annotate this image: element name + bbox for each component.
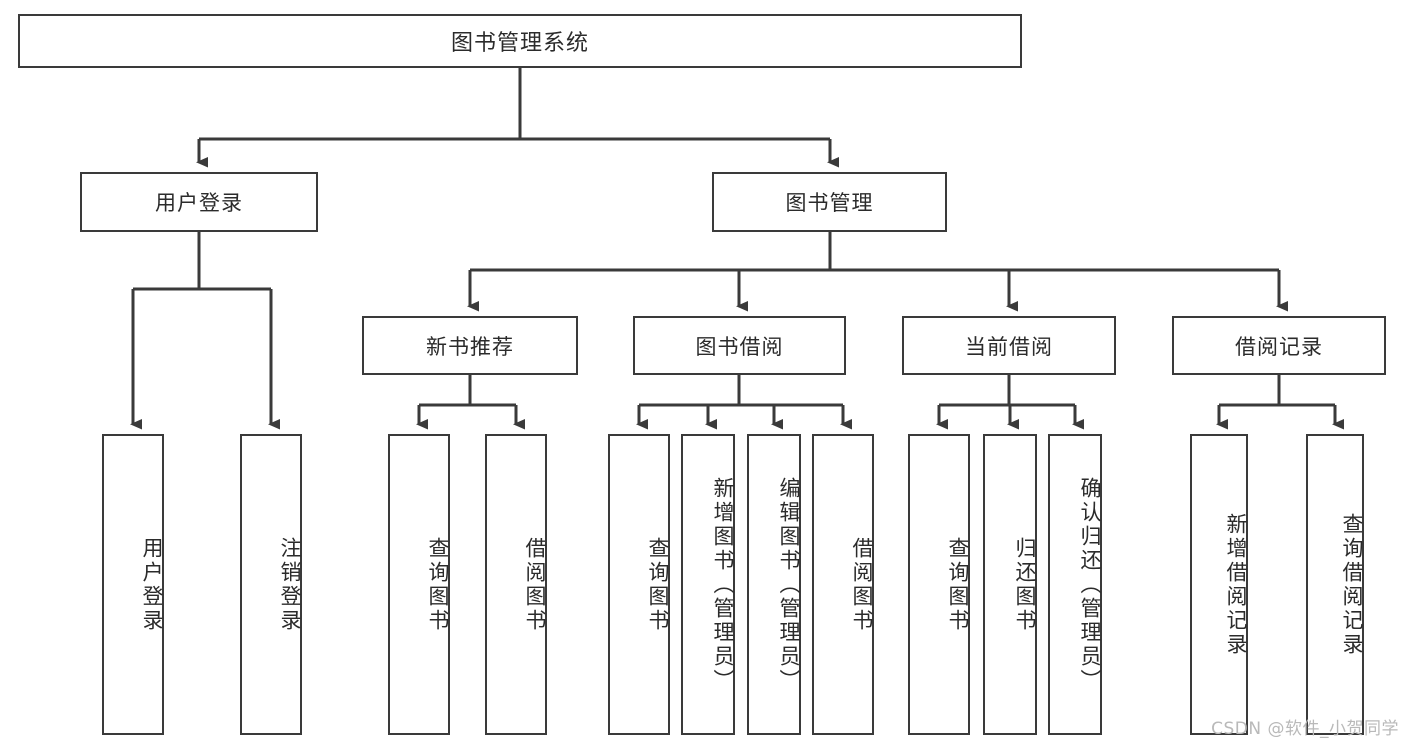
node-borrow-record-label: 借阅记录 xyxy=(1235,334,1323,359)
node-leaf-add-borrow-record[interactable]: 新增借阅记录 xyxy=(1190,434,1248,735)
node-current-borrow[interactable]: 当前借阅 xyxy=(902,316,1116,375)
node-leaf-query-book-rec[interactable]: 查询图书 xyxy=(388,434,450,735)
node-leaf-query-borrow-record[interactable]: 查询借阅记录 xyxy=(1306,434,1364,735)
node-new-book-recommend[interactable]: 新书推荐 xyxy=(362,316,578,375)
node-leaf-query-book-rec-label: 查询图书 xyxy=(426,536,450,633)
node-leaf-query-book-current[interactable]: 查询图书 xyxy=(908,434,970,735)
node-borrow-record[interactable]: 借阅记录 xyxy=(1172,316,1386,375)
node-leaf-borrow-book-label: 借阅图书 xyxy=(850,536,874,633)
node-leaf-edit-book-admin[interactable]: 编辑图书（管理员） xyxy=(747,434,801,735)
node-leaf-logout[interactable]: 注销登录 xyxy=(240,434,302,735)
node-book-manage-label: 图书管理 xyxy=(785,191,874,215)
node-leaf-confirm-return-admin[interactable]: 确认归还（管理员） xyxy=(1048,434,1102,735)
node-leaf-edit-book-admin-label: 编辑图书（管理员） xyxy=(777,476,801,693)
node-root-label: 图书管理系统 xyxy=(450,31,589,56)
node-user-login[interactable]: 用户登录 xyxy=(80,172,318,232)
node-leaf-borrow-book-rec[interactable]: 借阅图书 xyxy=(485,434,547,735)
node-leaf-user-login-label: 用户登录 xyxy=(140,536,164,633)
node-current-borrow-label: 当前借阅 xyxy=(965,334,1053,359)
node-leaf-add-book-admin-label: 新增图书（管理员） xyxy=(711,476,735,693)
node-leaf-return-book-label: 归还图书 xyxy=(1013,536,1037,633)
node-leaf-add-book-admin[interactable]: 新增图书（管理员） xyxy=(681,434,735,735)
node-user-login-label: 用户登录 xyxy=(155,191,243,215)
node-leaf-return-book[interactable]: 归还图书 xyxy=(983,434,1037,735)
node-leaf-query-borrow-record-label: 查询借阅记录 xyxy=(1340,512,1364,657)
node-leaf-query-book-borrow[interactable]: 查询图书 xyxy=(608,434,670,735)
node-leaf-borrow-book[interactable]: 借阅图书 xyxy=(812,434,874,735)
node-leaf-query-book-borrow-label: 查询图书 xyxy=(646,536,670,633)
node-root[interactable]: 图书管理系统 xyxy=(18,14,1022,68)
node-leaf-confirm-return-admin-label: 确认归还（管理员） xyxy=(1078,476,1102,693)
watermark: CSDN @软件_小贺同学 xyxy=(1211,719,1399,739)
node-book-manage[interactable]: 图书管理 xyxy=(712,172,947,232)
node-leaf-borrow-book-rec-label: 借阅图书 xyxy=(523,536,547,633)
node-leaf-user-login[interactable]: 用户登录 xyxy=(102,434,164,735)
node-book-borrow[interactable]: 图书借阅 xyxy=(633,316,846,375)
node-new-book-recommend-label: 新书推荐 xyxy=(426,334,514,359)
node-leaf-query-book-current-label: 查询图书 xyxy=(946,536,970,633)
node-leaf-add-borrow-record-label: 新增借阅记录 xyxy=(1224,512,1248,657)
node-book-borrow-label: 图书借阅 xyxy=(695,334,784,359)
node-leaf-logout-label: 注销登录 xyxy=(278,536,302,633)
